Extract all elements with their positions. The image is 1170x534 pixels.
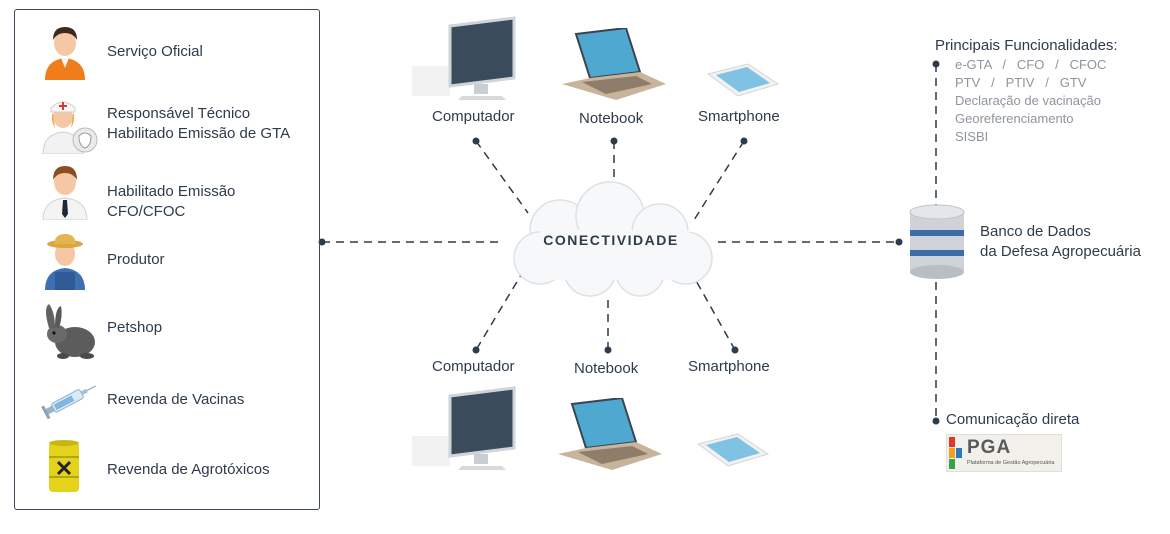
device-label: Smartphone	[688, 358, 770, 375]
cloud-label: CONECTIVIDADE	[543, 232, 679, 248]
dot-functionalities	[932, 60, 940, 68]
device-label: Smartphone	[698, 108, 780, 125]
veterinarian-nurse-icon	[42, 101, 98, 154]
communication-label: Comunicação direta	[946, 411, 1080, 428]
database-icon	[909, 204, 965, 279]
database-label-line1: Banco de Dados	[980, 223, 1091, 240]
pga-logo-word: PGA	[967, 437, 1012, 458]
dot-bottom-computer	[472, 346, 480, 354]
functionality-line: Declaração de vacinação	[955, 93, 1101, 108]
smartphone-icon	[696, 433, 770, 467]
dot-communication	[932, 417, 940, 425]
device-label: Notebook	[579, 110, 644, 127]
actor-revenda-vacinas: Revenda de Vacinas	[15, 368, 321, 430]
laptop-icon	[562, 28, 666, 100]
desktop-computer-icon	[412, 386, 516, 470]
pga-logo-subtitle: Plataforma de Gestão Agropecuária	[967, 460, 1055, 466]
official-agent-icon	[45, 27, 85, 80]
actor-label: Revenda de Agrotóxicos	[107, 461, 270, 478]
dot-bottom-smartphone	[731, 346, 739, 354]
farmer-icon	[45, 234, 85, 290]
device-label: Computador	[432, 358, 515, 375]
chemical-barrel-icon	[49, 440, 79, 492]
device-label: Computador	[432, 108, 515, 125]
functionality-line: SISBI	[955, 129, 989, 144]
actor-petshop: Petshop	[15, 298, 321, 360]
dot-bottom-notebook	[604, 346, 612, 354]
syringe-icon	[41, 385, 97, 420]
businessman-icon	[42, 166, 88, 220]
connector-bottom-smartphone	[689, 269, 736, 351]
actor-label: Revenda de Vacinas	[107, 391, 245, 408]
actor-produtor: Produtor	[15, 230, 321, 292]
actor-responsavel-tecnico: Responsável Técnico Habilitado Emissão d…	[15, 94, 321, 156]
database-label: Banco de Dados da Defesa Agropecuária	[980, 222, 1141, 262]
actor-label: Responsável Técnico Habilitado Emissão d…	[107, 105, 291, 142]
actor-revenda-agrotoxicos: Revenda de Agrotóxicos	[15, 438, 321, 500]
laptop-icon	[558, 398, 662, 470]
functionality-line: Georeferenciamento	[955, 111, 1074, 126]
cloud-icon	[513, 181, 713, 297]
actor-label: Serviço Oficial	[107, 43, 203, 60]
dot-top-notebook	[610, 137, 618, 145]
actor-habilitado-cfo: Habilitado Emissão CFO/CFOC	[15, 162, 321, 224]
dot-actors	[318, 238, 326, 246]
rabbit-icon	[46, 304, 95, 359]
actors-panel: Serviço Oficial Responsável Técnico Habi…	[14, 9, 320, 510]
actor-label: Petshop	[107, 319, 163, 336]
device-label: Notebook	[574, 360, 639, 377]
dot-top-smartphone	[740, 137, 748, 145]
dot-database	[895, 238, 903, 246]
connector-top-computer	[475, 140, 529, 214]
database-label-line2: da Defesa Agropecuária	[980, 243, 1141, 260]
functionality-line: PTV / PTIV / GTV	[955, 75, 1087, 90]
pga-logo-mark	[949, 437, 962, 469]
pga-logo: PGA Plataforma de Gestão Agropecuária	[946, 434, 1062, 472]
actor-servico-oficial: Serviço Oficial	[15, 20, 321, 82]
functionality-line: e-GTA / CFO / CFOC	[955, 57, 1107, 72]
actor-label: Habilitado Emissão CFO/CFOC	[107, 183, 236, 220]
connector-top-smartphone	[693, 140, 745, 221]
actor-label: Produtor	[107, 251, 165, 268]
functionalities-title: Principais Funcionalidades:	[935, 37, 1118, 54]
desktop-computer-icon	[412, 16, 516, 100]
connector-bottom-computer	[475, 269, 525, 351]
smartphone-icon	[706, 63, 780, 97]
dot-top-computer	[472, 137, 480, 145]
